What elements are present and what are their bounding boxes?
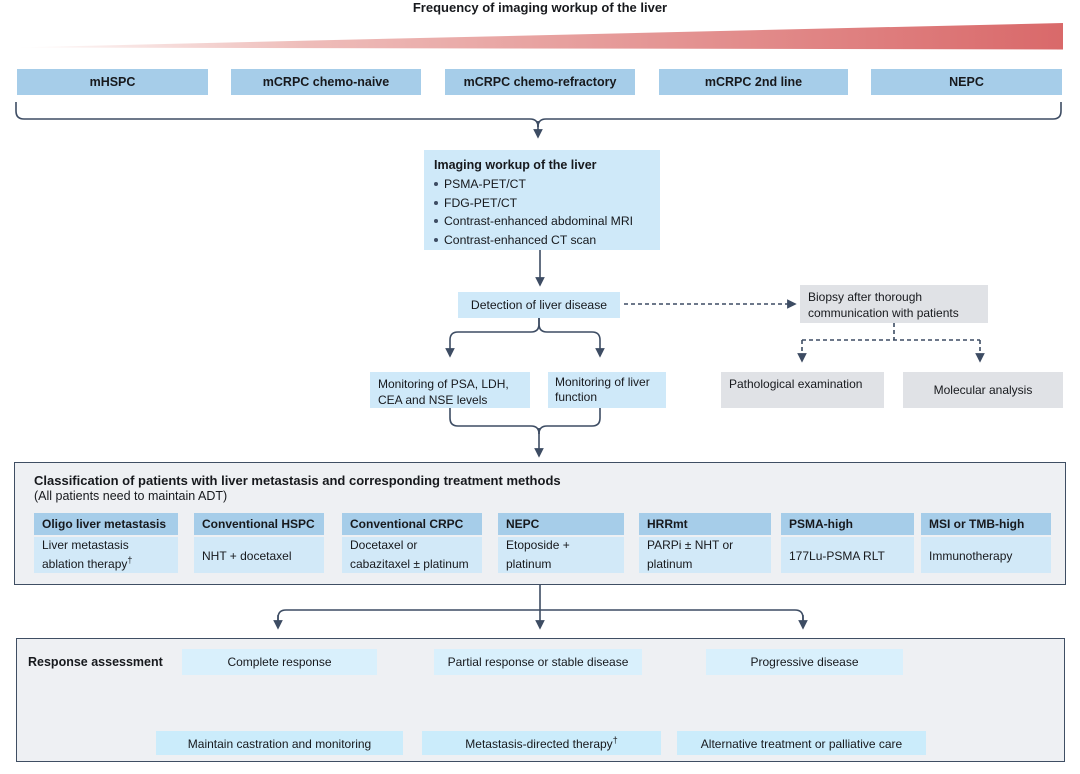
stage-label: mCRPC 2nd line <box>704 75 803 89</box>
column-treatment: 177Lu-PSMA RLT <box>781 537 914 573</box>
classification-title: Classification of patients with liver me… <box>34 473 561 488</box>
imaging-item-label: FDG-PET/CT <box>444 195 518 210</box>
stage-label: NEPC <box>949 75 984 89</box>
imaging-workup-box: Imaging workup of the liver PSMA-PET/CT … <box>424 150 660 250</box>
arrow-detection-to-monitoring-psa <box>445 318 540 358</box>
monitoring-merge-right <box>538 408 601 435</box>
complete-response-box: Complete response <box>182 649 377 675</box>
stage-box-mcrpc-chemo-refractory: mCRPC chemo-refractory <box>445 69 635 95</box>
imaging-item: PSMA-PET/CT <box>434 175 650 194</box>
dagger-note: † <box>612 735 618 745</box>
frequency-gradient-wedge <box>14 23 1063 50</box>
stage-box-mcrpc-2nd-line: mCRPC 2nd line <box>659 69 848 95</box>
imaging-item: FDG-PET/CT <box>434 194 650 213</box>
bullet-icon <box>434 237 438 242</box>
column-treatment: Immunotherapy <box>921 537 1051 573</box>
column-treatment: Docetaxel or cabazitaxel ± platinum <box>342 537 482 573</box>
bullet-icon <box>434 219 438 224</box>
stage-box-mcrpc-chemo-naive: mCRPC chemo-naive <box>231 69 421 95</box>
monitoring-merge-left <box>449 408 540 435</box>
imaging-item-label: PSMA-PET/CT <box>444 177 526 192</box>
response-bracket <box>277 609 804 622</box>
classification-column: MSI or TMB-high Immunotherapy <box>921 513 1051 573</box>
bullet-icon <box>434 182 438 187</box>
column-treatment: NHT + docetaxel <box>194 537 324 573</box>
monitoring-liver-box: Monitoring of liver function <box>548 372 666 408</box>
stage-label: mHSPC <box>89 75 136 89</box>
column-treatment: Liver metastasis ablation therapy† <box>34 537 178 573</box>
column-treatment: PARPi ± NHT or platinum <box>639 537 771 573</box>
pathological-box: Pathological examination <box>721 372 884 408</box>
classification-column: Oligo liver metastasis Liver metastasis … <box>34 513 178 573</box>
column-header: HRRmt <box>639 513 771 535</box>
column-header: Oligo liver metastasis <box>34 513 178 535</box>
imaging-item-label: Contrast-enhanced CT scan <box>444 232 597 247</box>
metastasis-directed-therapy-box: Metastasis-directed therapy† <box>422 731 661 755</box>
monitoring-psa-box: Monitoring of PSA, LDH, CEA and NSE leve… <box>370 372 530 408</box>
imaging-item: Contrast-enhanced CT scan <box>434 231 650 250</box>
column-header: NEPC <box>498 513 624 535</box>
column-header: Conventional CRPC <box>342 513 482 535</box>
bullet-icon <box>434 200 438 205</box>
stage-box-mhspc: mHSPC <box>17 69 208 95</box>
classification-column: HRRmt PARPi ± NHT or platinum <box>639 513 771 573</box>
dagger-note: † <box>127 555 133 565</box>
partial-response-box: Partial response or stable disease <box>434 649 642 675</box>
classification-column: PSMA-high 177Lu-PSMA RLT <box>781 513 914 573</box>
response-assessment-label: Response assessment <box>28 655 163 669</box>
classification-column: Conventional CRPC Docetaxel or cabazitax… <box>342 513 482 573</box>
arrow-detection-to-monitoring-liver <box>538 318 605 358</box>
stage-bracket-left <box>15 102 539 128</box>
classification-column: Conventional HSPC NHT + docetaxel <box>194 513 324 573</box>
stage-label: mCRPC chemo-refractory <box>463 75 617 89</box>
detection-box: Detection of liver disease <box>458 292 620 318</box>
molecular-box: Molecular analysis <box>903 372 1063 408</box>
column-header: PSMA-high <box>781 513 914 535</box>
progressive-disease-box: Progressive disease <box>706 649 903 675</box>
classification-panel: Classification of patients with liver me… <box>14 462 1066 585</box>
response-panel: Response assessment Complete response Pa… <box>16 638 1065 762</box>
figure-title: Frequency of imaging workup of the liver <box>412 0 668 15</box>
maintain-castration-box: Maintain castration and monitoring <box>156 731 403 755</box>
imaging-item-label: Contrast-enhanced abdominal MRI <box>444 214 634 229</box>
imaging-item: Contrast-enhanced abdominal MRI <box>434 212 650 231</box>
biopsy-box: Biopsy after thorough communication with… <box>800 285 988 323</box>
classification-subtitle: (All patients need to maintain ADT) <box>34 489 228 503</box>
column-treatment: Etoposide + platinum <box>498 537 624 573</box>
stage-box-nepc: NEPC <box>871 69 1062 95</box>
imaging-workup-title: Imaging workup of the liver <box>434 158 597 172</box>
classification-column: NEPC Etoposide + platinum <box>498 513 624 573</box>
column-header: Conventional HSPC <box>194 513 324 535</box>
stage-bracket-right <box>537 102 1062 128</box>
column-header: MSI or TMB-high <box>921 513 1051 535</box>
alternative-treatment-box: Alternative treatment or palliative care <box>677 731 926 755</box>
stage-label: mCRPC chemo-naive <box>262 75 390 89</box>
